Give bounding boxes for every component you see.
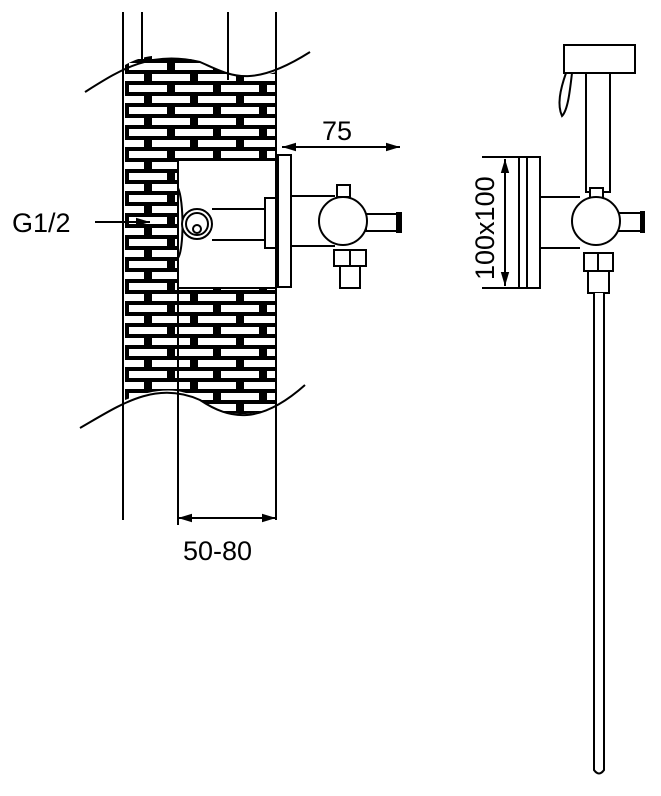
thread-callout: G1/2 <box>12 208 150 238</box>
dimension-depth: 75 <box>282 116 400 152</box>
wall-range-label: 50-80 <box>183 536 252 566</box>
wall-section <box>79 12 311 525</box>
depth-label: 75 <box>322 116 352 146</box>
front-view: 100x100 <box>470 44 645 775</box>
thread-label: G1/2 <box>12 208 71 238</box>
plate-size-label: 100x100 <box>470 176 500 280</box>
valve-side-view <box>177 154 402 289</box>
dimension-wall-range: 50-80 <box>178 513 276 566</box>
